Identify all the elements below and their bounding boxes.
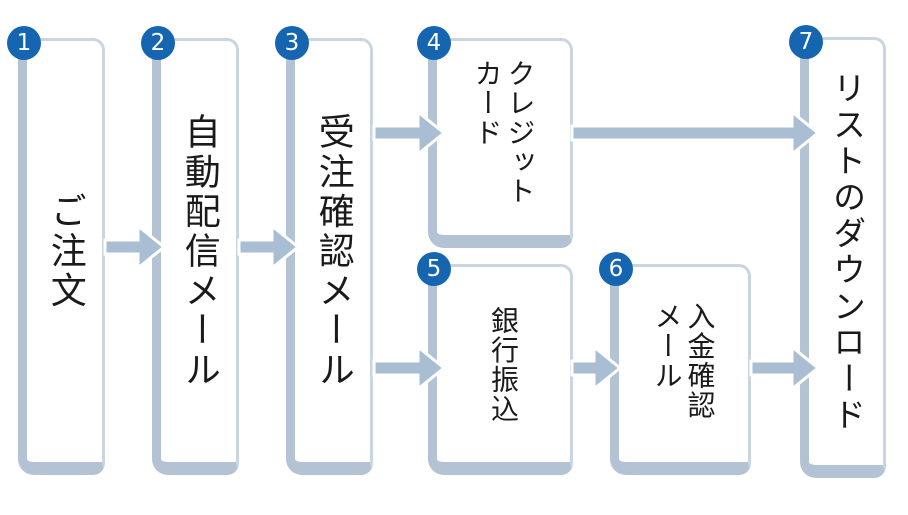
step-3-number: 3 (284, 29, 300, 56)
step-3-number-badge: 3 (275, 26, 309, 60)
step-3-box: 受注確認メール (286, 38, 373, 475)
step-5-bank-transfer: 銀行振込 5 (417, 252, 573, 475)
step-6-box: 入金確認メール (610, 264, 751, 475)
step-6-payment-confirm-mail: 入金確認メール 6 (599, 252, 751, 475)
step-1-order: ご注文 1 (7, 26, 105, 475)
step-5-number: 5 (426, 255, 442, 282)
step-6-label: 入金確認メール (650, 301, 717, 420)
step-4-number: 4 (426, 29, 442, 56)
step-5-number-badge: 5 (417, 252, 451, 286)
step-4-number-badge: 4 (417, 26, 451, 60)
arrow-4-to-7 (570, 108, 821, 158)
step-4-label: クレジットカード (470, 59, 537, 206)
step-7-list-download: リストのダウンロード 7 (789, 25, 886, 478)
step-4-box: クレジットカード (428, 38, 573, 248)
step-1-number-badge: 1 (7, 26, 41, 60)
step-2-auto-mail: 自動配信メール 2 (141, 26, 239, 475)
step-7-box: リストのダウンロード (800, 37, 886, 478)
step-2-label: 自動配信メール (178, 112, 220, 391)
step-3-label: 受注確認メール (312, 112, 354, 391)
step-2-box: 自動配信メール (152, 38, 239, 475)
step-7-number-badge: 7 (789, 25, 823, 59)
step-5-box: 銀行振込 (428, 264, 573, 475)
step-2-number: 2 (150, 29, 166, 56)
step-4-credit-card: クレジットカード 4 (417, 26, 573, 248)
step-1-label: ご注文 (44, 192, 86, 311)
step-2-number-badge: 2 (141, 26, 175, 60)
step-7-label: リストのダウンロード (827, 71, 867, 434)
step-1-box: ご注文 (18, 38, 105, 475)
step-3-confirm-mail: 受注確認メール 3 (275, 26, 373, 475)
step-7-number: 7 (798, 28, 814, 55)
step-6-number: 6 (608, 255, 624, 282)
step-6-number-badge: 6 (599, 252, 633, 286)
step-5-label: 銀行振込 (487, 305, 521, 424)
step-1-number: 1 (16, 29, 32, 56)
